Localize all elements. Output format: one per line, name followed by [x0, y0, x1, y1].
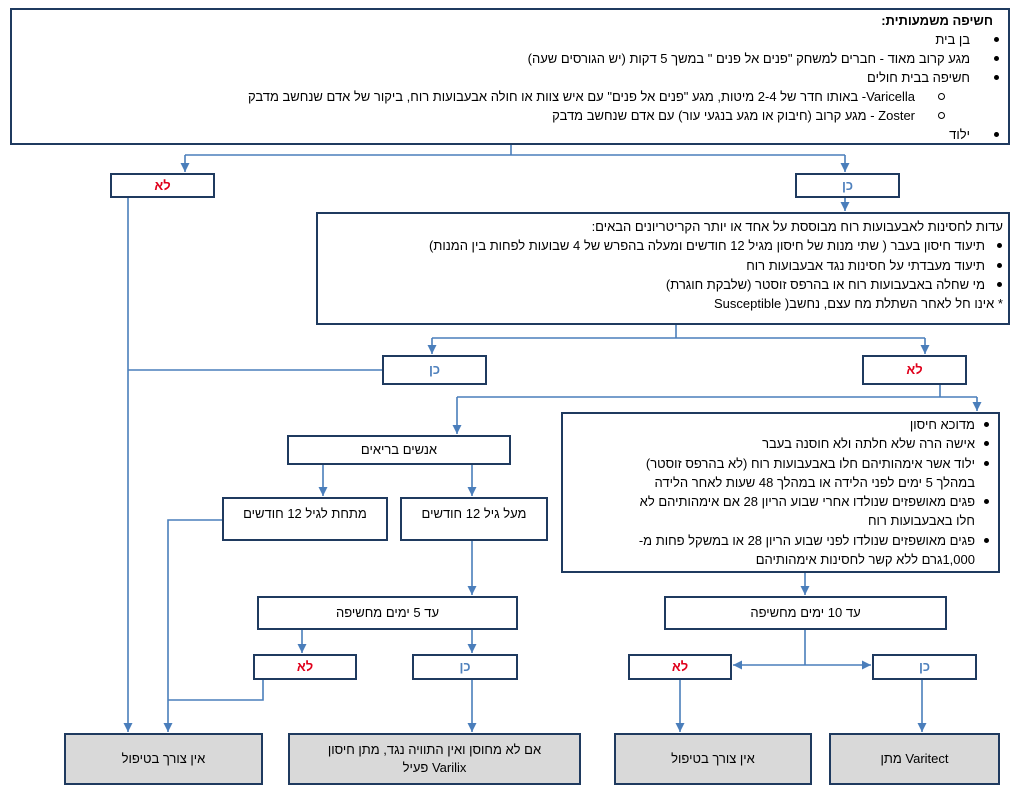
exposure-item-text: ילוד [949, 127, 970, 142]
no-treatment-outcome-text: אין צורך בטיפול [121, 751, 206, 766]
within-10-days-node: עד 10 ימים מחשיפה [664, 596, 947, 630]
bullet-icon [984, 422, 989, 427]
within-5-days-no-decision: לא [253, 654, 357, 680]
high-risk-item-continuation: 1,000גרם ללא קשר לחסינות אימהותיהם [755, 552, 975, 568]
high-risk-item: ילוד אשר אימהותיהם חלו באבעבועות רוח (לא… [563, 454, 998, 473]
no-treatment-outcome: אין צורך בטיפול [614, 733, 812, 785]
within-10-days-no-decision: לא [628, 654, 732, 680]
bullet-icon [994, 132, 999, 137]
high-risk-groups-box: מדוכא חיסון אישה הרה שלא חלתה ולא חוסנה … [561, 412, 1000, 573]
high-risk-item-text: פגים מאושפזים שנולדו אחרי שבוע הריון 28 … [639, 494, 975, 510]
bullet-icon [984, 537, 989, 543]
high-risk-item: אישה הרה שלא חלתה ולא חוסנה בעבר [563, 434, 998, 453]
exposure-item: מגע קרוב מאוד - חברים למשחק "פנים אל פני… [12, 49, 1008, 68]
connector-5-days-no-to-no-treatment [168, 680, 264, 701]
hospital-subitem: Zoster - מגע קרוב (חיבוק או מגע בנגעי עו… [12, 106, 1008, 125]
exposure-item-text: חשיפה בבית חולים [867, 70, 970, 85]
hospital-subitem-text: Zoster - מגע קרוב (חיבוק או מגע בנגעי עו… [552, 108, 915, 123]
high-risk-item-text: אישה הרה שלא חלתה ולא חוסנה בעבר [762, 436, 975, 452]
exposure-item-text: מגע קרוב מאוד - חברים למשחק "פנים אל פני… [527, 51, 970, 66]
exposure-no-decision: לא [110, 173, 215, 198]
bullet-icon [984, 441, 989, 447]
significant-exposure-box: חשיפה משמעותית: בן בית מגע קרוב מאוד - ח… [10, 8, 1010, 145]
bullet-icon [994, 75, 999, 80]
bullet-icon [994, 56, 999, 61]
high-risk-item-text: מדוכא חיסון [909, 417, 975, 432]
immunity-criterion-text: מי שחלה באבעבועות רוח או בהרפס זוסטר (של… [665, 276, 985, 292]
varilix-outcome-line: פעיל Varilix [402, 760, 467, 775]
exposure-yes-decision: כן [795, 173, 900, 198]
within-10-days-yes-decision: כן [872, 654, 977, 680]
high-risk-item: פגים מאושפזים שנולדו אחרי שבוע הריון 28 … [563, 492, 998, 511]
immunity-no-decision: לא [862, 355, 967, 385]
high-risk-item: פגים מאושפזים שנולדו לפני שבוע הריון 28 … [563, 531, 998, 550]
varilix-vaccine-outcome: אם לא מחוסן ואין התוויה נגד, מתן חיסון פ… [288, 733, 581, 785]
immunity-criterion: תיעוד מעבדתי על חסינות נגד אבעבועות רוח [318, 256, 1008, 275]
exposure-item: ילוד [12, 125, 1008, 144]
bullet-icon [997, 281, 1002, 287]
hollow-bullet-icon [938, 93, 945, 100]
immunity-criterion: מי שחלה באבעבועות רוח או בהרפס זוסטר (של… [318, 275, 1008, 294]
varilix-outcome-line: אם לא מחוסן ואין התוויה נגד, מתן חיסון [327, 742, 542, 757]
immunity-criterion-text: תיעוד מעבדתי על חסינות נגד אבעבועות רוח [746, 257, 985, 273]
high-risk-item-continuation: חלו באבעבועות רוח [867, 513, 975, 529]
immunity-title: עדות לחסינות לאבעבועות רוח מבוססת על אחד… [591, 219, 1003, 234]
high-risk-item-text: ילוד אשר אימהותיהם חלו באבעבועות רוח (לא… [645, 455, 975, 471]
bullet-icon [994, 37, 999, 42]
hospital-subitem: Varicella- באותו חדר של 2-4 מיטות, מגע "… [12, 87, 1008, 106]
exposure-item: בן בית [12, 30, 1008, 49]
bullet-icon [997, 243, 1002, 249]
high-risk-item-continuation: במהלך 5 ימים לפני הלידה או במהלך 48 שעות… [654, 474, 975, 490]
no-treatment-outcome-text: אין צורך בטיפול [671, 751, 755, 766]
exposure-title: חשיפה משמעותית: [881, 13, 993, 28]
varitect-outcome-text: מתן Varitect [880, 751, 949, 766]
bullet-icon [984, 499, 989, 505]
under-12-months-node: מתחת לגיל 12 חודשים [222, 497, 388, 541]
no-treatment-outcome: אין צורך בטיפול [64, 733, 263, 785]
hospital-subitem-text: Varicella- באותו חדר של 2-4 מיטות, מגע "… [247, 89, 915, 104]
immunity-criterion: תיעוד חיסון בעבר ( שתי מנות של חיסון מגי… [318, 236, 1008, 255]
immunity-criterion-text: תיעוד חיסון בעבר ( שתי מנות של חיסון מגי… [429, 238, 985, 254]
immunity-yes-decision: כן [382, 355, 487, 385]
exposure-item-text: בן בית [935, 32, 970, 47]
bullet-icon [997, 262, 1002, 268]
within-5-days-node: עד 5 ימים מחשיפה [257, 596, 518, 630]
high-risk-item: מדוכא חיסון [563, 415, 998, 434]
varitect-outcome: מתן Varitect [829, 733, 1000, 785]
over-12-months-node: מעל גיל 12 חודשים [400, 497, 548, 541]
within-5-days-yes-decision: כן [412, 654, 518, 680]
high-risk-item-text: פגים מאושפזים שנולדו לפני שבוע הריון 28 … [638, 532, 975, 548]
bullet-icon [984, 460, 989, 466]
arrow-under-12m-to-no-treatment [163, 519, 222, 732]
healthy-people-node: אנשים בריאים [287, 435, 511, 465]
hollow-bullet-icon [938, 112, 945, 119]
exposure-item: חשיפה בבית חולים [12, 68, 1008, 87]
immunity-criteria-box: עדות לחסינות לאבעבועות רוח מבוססת על אחד… [316, 212, 1010, 325]
immunity-note: * אינו חל לאחר השתלת מח עצם, נחשב( Susce… [714, 296, 1003, 312]
